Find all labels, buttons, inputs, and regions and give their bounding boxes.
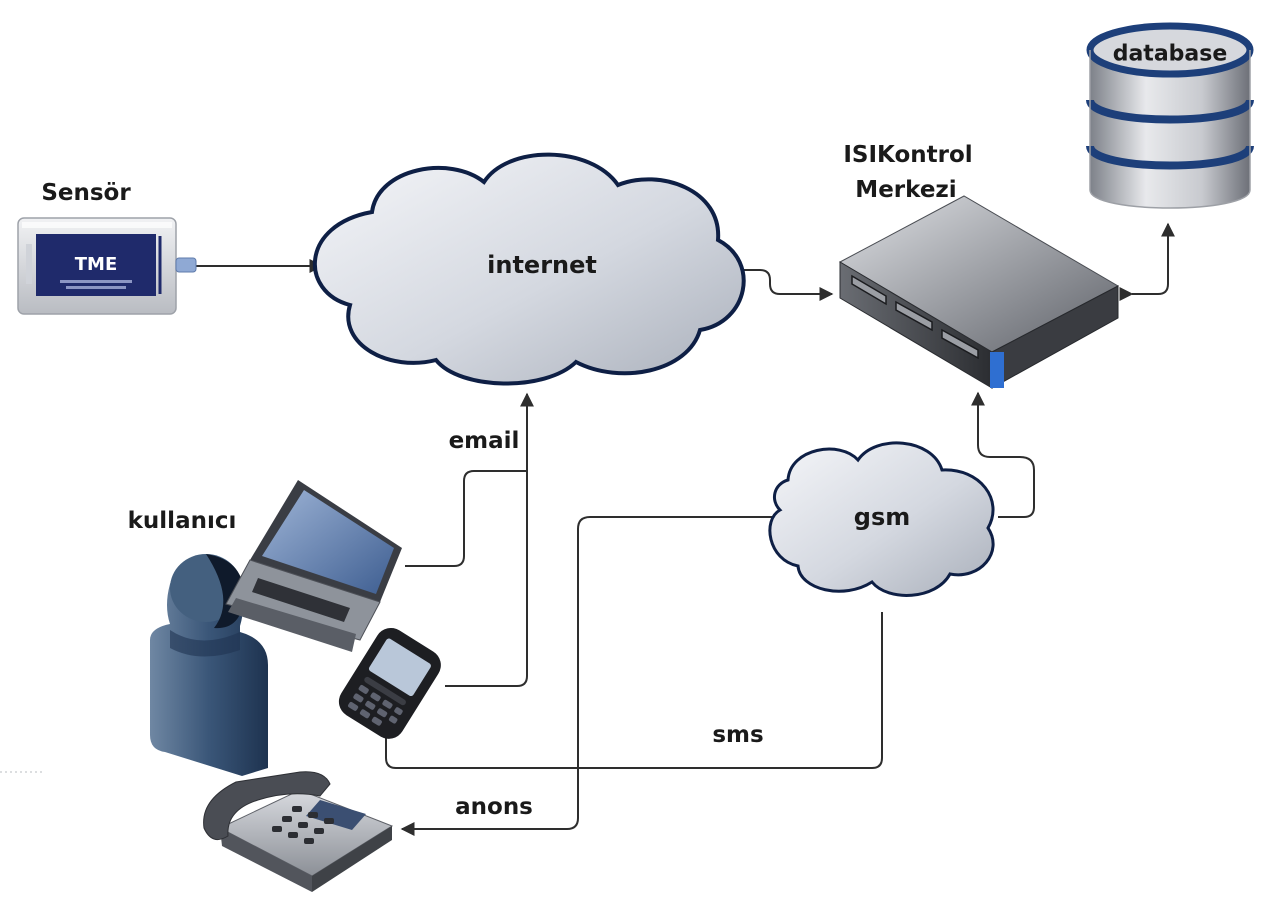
- user-label: kullanıcı: [127, 508, 237, 534]
- center-label-line1: ISIKontrol: [843, 142, 973, 168]
- internet-label: internet: [487, 251, 597, 279]
- desk-telephone-icon: [203, 771, 394, 892]
- link-internet-server: [712, 269, 834, 301]
- link-gsm-server: [971, 391, 1035, 518]
- link-laptop-internet: [405, 470, 527, 567]
- center-label-line2: Merkezi: [855, 177, 957, 203]
- server-icon: [838, 195, 1120, 389]
- sensor-brand-text: TME: [75, 254, 118, 275]
- email-label: email: [448, 428, 520, 454]
- link-mobile-internet: [445, 392, 534, 687]
- sms-label: sms: [712, 722, 764, 748]
- link-gsm-telephone: [400, 516, 776, 836]
- link-server-database: [1119, 222, 1175, 301]
- link-gsm-mobile: [379, 612, 883, 769]
- sensor-label: Sensör: [41, 180, 131, 206]
- laptop-icon: [225, 480, 402, 652]
- internet-cloud: [312, 152, 746, 386]
- gsm-cloud: [768, 441, 995, 597]
- sensor-device: TME: [17, 217, 197, 315]
- gsm-label: gsm: [853, 503, 911, 531]
- mobile-phone-icon: [338, 627, 441, 739]
- connection-lines: [196, 222, 1175, 836]
- database-icon: [1086, 22, 1254, 209]
- anons-label: anons: [455, 794, 533, 820]
- database-label: database: [1112, 41, 1228, 67]
